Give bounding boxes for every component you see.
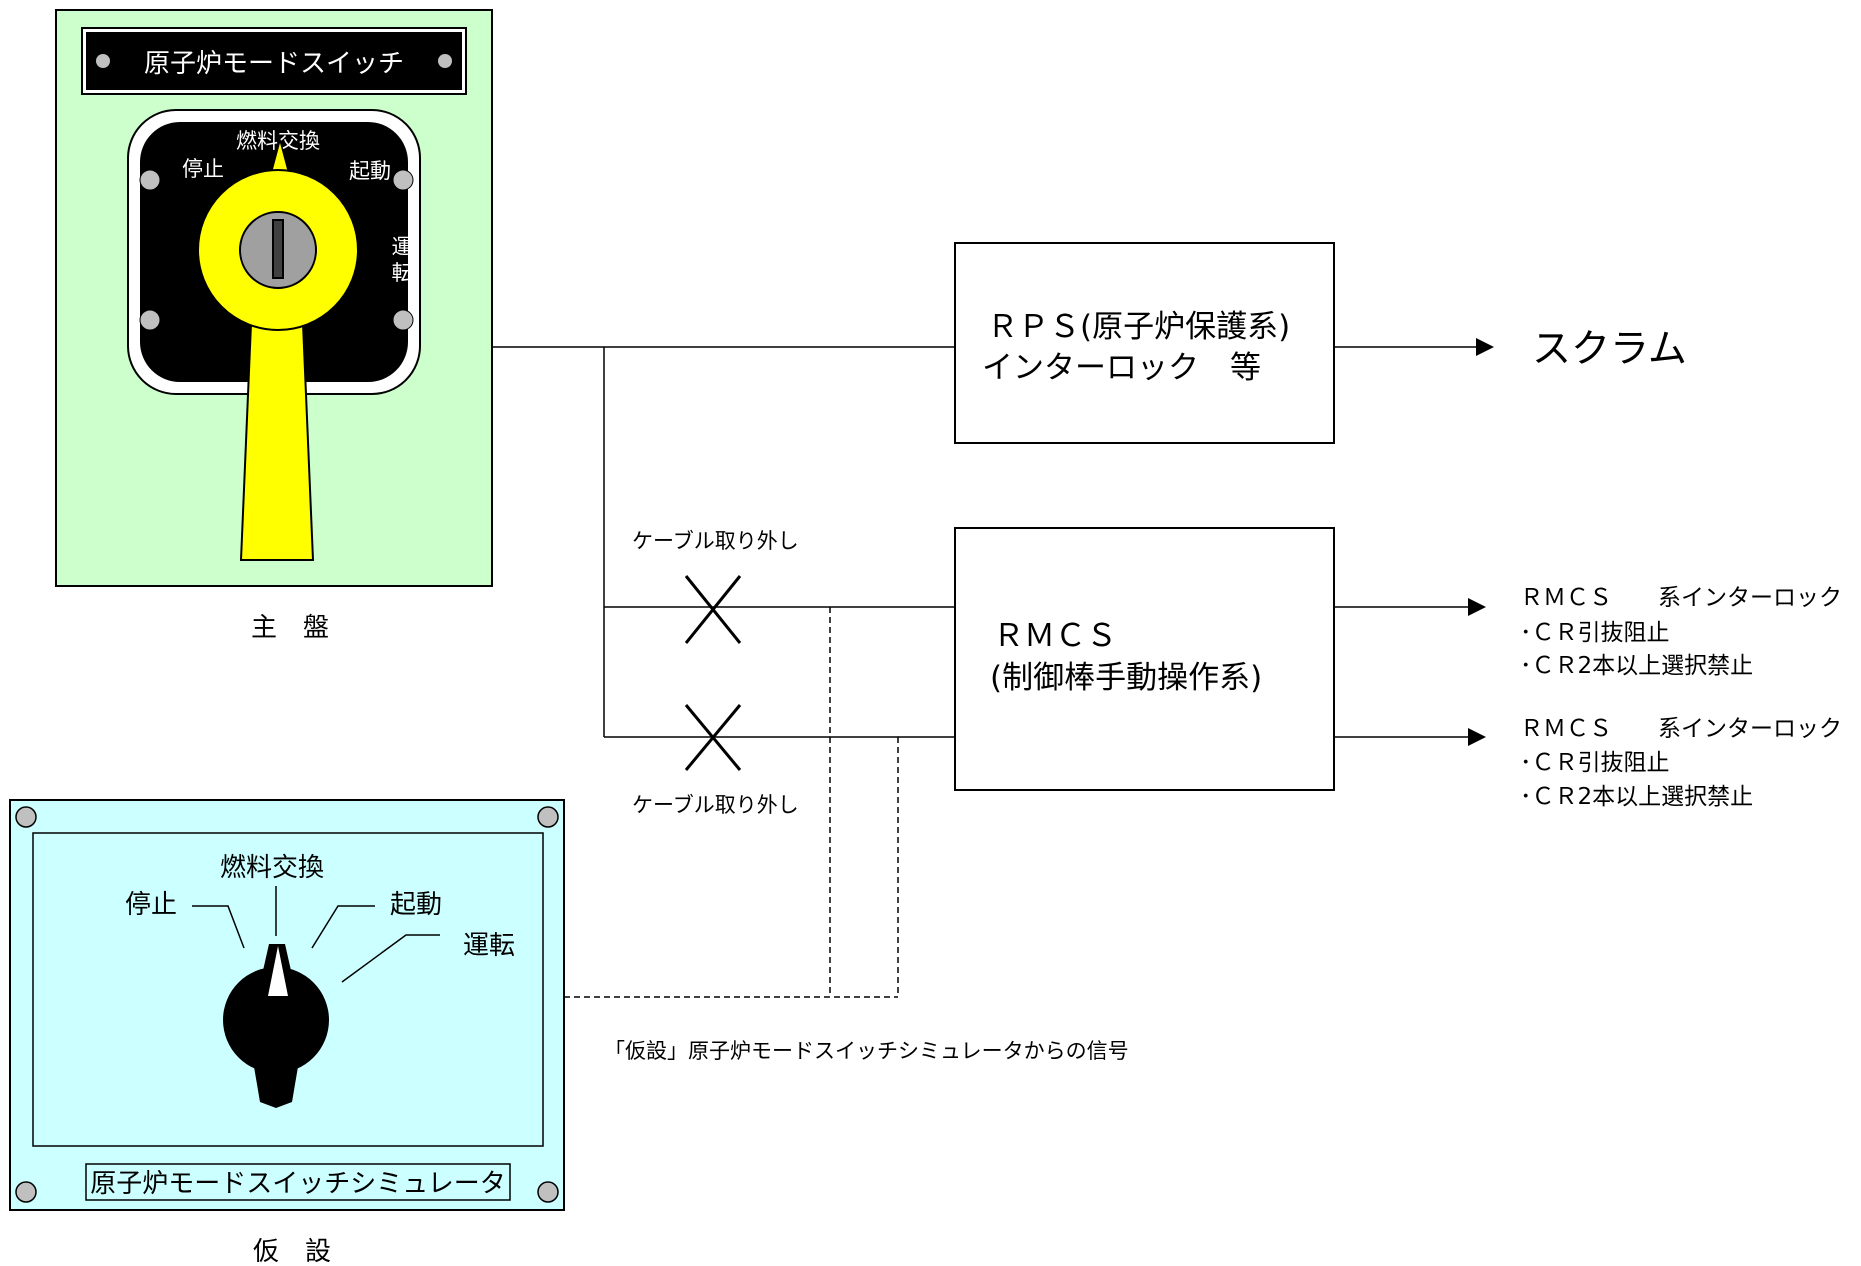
key-slot [272, 219, 284, 279]
simulator-knob[interactable] [223, 944, 329, 1108]
face-screw-tr [392, 169, 414, 191]
main-pos-stop: 停止 [182, 157, 224, 181]
simulator-plate [85, 1163, 511, 1201]
simulator-signal-label: 「仮設」原子炉モードスイッチシミュレータからの信号 [604, 1039, 1129, 1063]
simulator-signal-wiring [564, 607, 899, 998]
rmcs-output-1-item2: ･ＣＲ2本以上選択禁止 [1520, 653, 1753, 679]
face-screw-br [392, 309, 414, 331]
face-screw-bl [139, 309, 161, 331]
handle-lever [239, 299, 315, 561]
main-pos-run-2: 転 [392, 261, 413, 285]
rmcs-output-2-item1: ･ＣＲ引抜阻止 [1520, 750, 1670, 776]
main-panel-caption: 主 盤 [251, 613, 329, 643]
knob-pointer-icon [268, 946, 288, 996]
sim-screw-tl [15, 806, 37, 828]
rmcs-box-line2: (制御棒手動操作系) [990, 660, 1262, 696]
cable-removed-label-bottom: ケーブル取り外し [632, 793, 799, 817]
mode-switch-handle[interactable] [197, 137, 359, 561]
simulator-panel: 燃料交換 停止 起動 運転 原子炉モードスイッチシミュレータ [9, 799, 565, 1211]
leader-startup [311, 905, 375, 949]
rmcs-output-1-item1: ･ＣＲ引抜阻止 [1520, 620, 1670, 646]
wiring [492, 346, 955, 738]
sim-screw-bl [15, 1181, 37, 1203]
arrow-head-scram [1476, 338, 1494, 356]
main-pos-run-1: 運 [392, 235, 413, 259]
main-panel: 原子炉モードスイッチ 燃料交換 停止 起動 運 転 [55, 9, 493, 587]
sim-pos-stop: 停止 [125, 890, 177, 920]
main-plate-label: 原子炉モードスイッチ [144, 49, 404, 79]
main-plate [86, 32, 462, 90]
rmcs-box [954, 527, 1335, 791]
rps-box-line1: ＲＰＳ(原子炉保護系) [987, 309, 1290, 345]
leader-run [341, 934, 440, 983]
knob-bottom [252, 1055, 300, 1108]
scram-label: スクラム [1532, 327, 1687, 372]
face-screw-tl [139, 169, 161, 191]
plate-screw-right [438, 54, 452, 68]
main-pos-startup: 起動 [349, 159, 391, 183]
cable-removed-label-top: ケーブル取り外し [632, 529, 799, 553]
knob-body [223, 967, 329, 1073]
sim-pos-run: 運転 [463, 931, 515, 961]
cable-cut-mark-lower [684, 704, 742, 771]
rmcs-box-line1: ＲＭＣＳ [993, 618, 1117, 654]
cable-cut-mark-upper [684, 575, 742, 644]
rmcs-output-2-item2: ･ＣＲ2本以上選択禁止 [1520, 784, 1753, 810]
rmcs-output-1-title: ＲＭＣＳ 系インターロック [1520, 585, 1842, 611]
rps-box [954, 242, 1335, 444]
plate-screw-left [96, 54, 110, 68]
arrow-head-rmcs-out-2 [1468, 728, 1486, 746]
rmcs-output-2-title: ＲＭＣＳ 系インターロック [1520, 716, 1842, 742]
sim-screw-br [537, 1181, 559, 1203]
sim-pos-refuel: 燃料交換 [220, 853, 324, 883]
simulator-plate-label: 原子炉モードスイッチシミュレータ [90, 1169, 505, 1199]
rps-box-line2: インターロック 等 [982, 350, 1261, 386]
simulator-panel-caption: 仮 設 [253, 1237, 331, 1266]
sim-pos-startup: 起動 [390, 890, 442, 920]
leader-stop [192, 905, 245, 949]
arrow-head-rmcs-out-1 [1468, 598, 1486, 616]
sim-screw-tr [537, 806, 559, 828]
